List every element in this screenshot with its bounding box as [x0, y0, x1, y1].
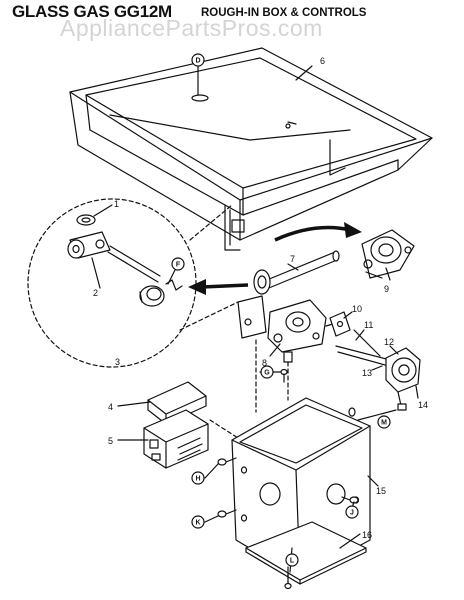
- callout-13: 13: [362, 368, 372, 378]
- callout-4: 4: [108, 402, 113, 412]
- callout-7: 7: [290, 254, 295, 264]
- gas-valve-assembly: [237, 250, 341, 413]
- letter-markers: D F G H J K L M: [171, 53, 391, 567]
- arrow-to-part-9: [274, 222, 362, 242]
- arrow-to-detail: [188, 279, 249, 295]
- letter-k: K: [195, 520, 200, 527]
- detail-circle-pilot-assembly: [27, 198, 239, 368]
- callout-15: 15: [376, 486, 386, 496]
- callout-14: 14: [418, 400, 428, 410]
- callout-2: 2: [93, 288, 98, 298]
- letter-d: D: [195, 58, 200, 65]
- rough-in-tray: [69, 47, 433, 251]
- letter-m: M: [381, 420, 387, 427]
- callout-1: 1: [114, 199, 119, 209]
- screws: [217, 368, 359, 590]
- part-5-switch: [143, 409, 209, 469]
- base-plate: [245, 521, 367, 585]
- letter-l: L: [290, 558, 295, 565]
- letter-h: H: [195, 476, 200, 483]
- callout-8: 8: [262, 358, 267, 368]
- callout-12: 12: [384, 337, 394, 347]
- letter-f: F: [176, 262, 181, 269]
- igniter-assembly: [335, 329, 421, 411]
- callout-9: 9: [384, 284, 389, 294]
- watermark-text: AppliancePartsPros.com: [60, 15, 323, 41]
- callout-5: 5: [108, 436, 113, 446]
- diagram-subtitle: ROUGH-IN BOX & CONTROLS: [201, 7, 367, 19]
- diagram-title: GLASS GAS GG12M: [12, 2, 172, 21]
- callout-numbers: 1 2 3 4 5 6 7 8 9 10 11 12 13 14 15 16: [93, 56, 428, 540]
- callout-11: 11: [364, 320, 373, 330]
- letter-j: J: [350, 510, 354, 517]
- letter-g: G: [264, 370, 270, 377]
- callout-3: 3: [115, 357, 120, 367]
- callout-16: 16: [362, 530, 372, 540]
- part-9-fitting: [361, 229, 415, 279]
- callout-6: 6: [320, 56, 325, 66]
- callout-10: 10: [352, 304, 362, 314]
